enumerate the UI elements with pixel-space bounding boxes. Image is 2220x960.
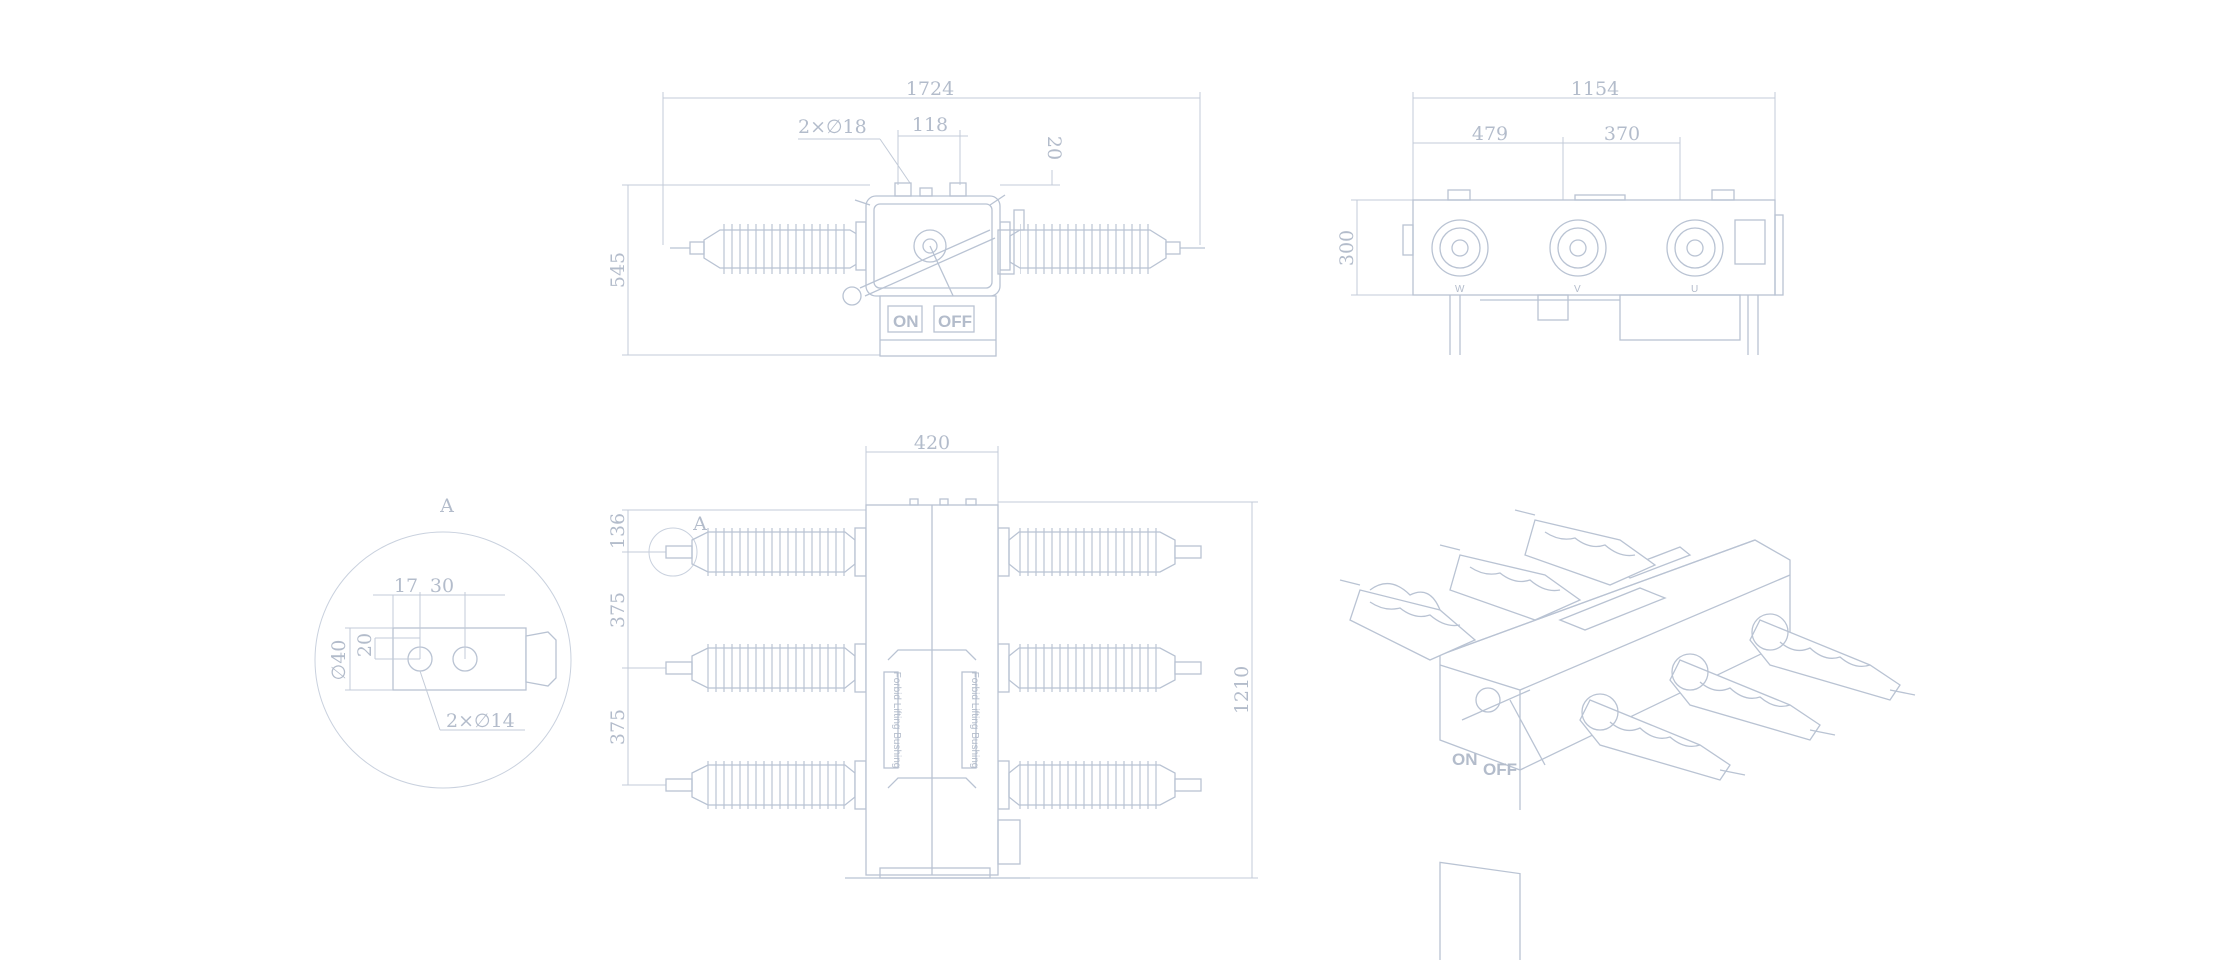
top-dim-vertical: 136 375 375: [607, 509, 866, 786]
front-left-bushing: [670, 221, 867, 274]
side-dim-height: 300: [1336, 199, 1413, 296]
side-mid-label: 370: [1604, 123, 1640, 145]
front-dim-holes: 2×∅18 118: [798, 114, 968, 185]
front-hole-spacing-label: 118: [912, 114, 948, 136]
top-detail-circle: [648, 527, 698, 577]
top-dim-136: 136: [607, 513, 629, 549]
front-top-offset-label: 20: [1043, 136, 1065, 160]
detail-dim-17: 17: [394, 575, 418, 597]
top-label-a: Forbid Lifting Bushing: [891, 672, 902, 769]
front-main-body: [842, 182, 1025, 306]
top-dim-375-b: 375: [607, 709, 629, 745]
side-dim-width: 1154: [1412, 78, 1776, 200]
top-right-bushings: [997, 527, 1202, 810]
detail-dim-20: 20: [354, 633, 376, 657]
iso-on-label: ON: [1452, 750, 1478, 769]
top-dim-width: 420: [865, 432, 999, 505]
detail-holes-label: 2×∅14: [446, 710, 515, 732]
top-view: 420 136 375 375 1210 A: [607, 432, 1258, 879]
side-phase-v: V: [1574, 284, 1581, 295]
detail-dim-40: ∅40: [328, 640, 350, 681]
iso-back-bushings: [1339, 509, 1657, 661]
top-label-b: Forbid Lifting Bushing: [969, 672, 980, 769]
top-height-label: 1210: [1231, 666, 1253, 714]
side-body: W V U: [1402, 189, 1784, 355]
front-switch-box: ON OFF: [879, 295, 997, 357]
front-right-bushing: [999, 221, 1205, 274]
side-dim-sections: 479 370: [1413, 123, 1681, 200]
iso-front-bushings: [1579, 613, 1916, 781]
top-left-bushings: [665, 527, 867, 810]
front-dim-top-offset: 20: [1000, 136, 1065, 186]
top-detail-ref: A: [692, 513, 707, 535]
front-dim-height: 545: [607, 184, 900, 356]
front-view: 1724 2×∅18 118 20 545: [607, 78, 1205, 357]
front-off-label: OFF: [938, 312, 972, 331]
top-main-tank: Forbid Lifting Bushing Forbid Lifting Bu…: [845, 498, 1030, 879]
front-on-label: ON: [893, 312, 919, 331]
side-phase-w: W: [1455, 284, 1465, 295]
side-view: 1154 479 370 300: [1336, 78, 1784, 355]
front-dim-width: 1724: [662, 78, 1201, 245]
detail-title: A: [439, 495, 454, 517]
detail-dim-30: 30: [430, 575, 454, 597]
front-width-label: 1724: [906, 78, 954, 100]
side-height-label: 300: [1336, 230, 1358, 266]
top-dim-height: 1210: [998, 501, 1258, 879]
side-width-label: 1154: [1571, 78, 1619, 100]
iso-off-label: OFF: [1483, 760, 1517, 779]
side-phase-u: U: [1691, 284, 1698, 295]
top-dim-375-a: 375: [607, 592, 629, 628]
detail-view-a: A 17 30 20 ∅40 2×∅14: [314, 495, 572, 789]
side-left-label: 479: [1472, 123, 1508, 145]
iso-view: ON OFF: [1339, 509, 1916, 960]
top-width-label: 420: [914, 432, 950, 454]
front-holes-label: 2×∅18: [798, 116, 867, 138]
front-height-label: 545: [607, 252, 629, 288]
